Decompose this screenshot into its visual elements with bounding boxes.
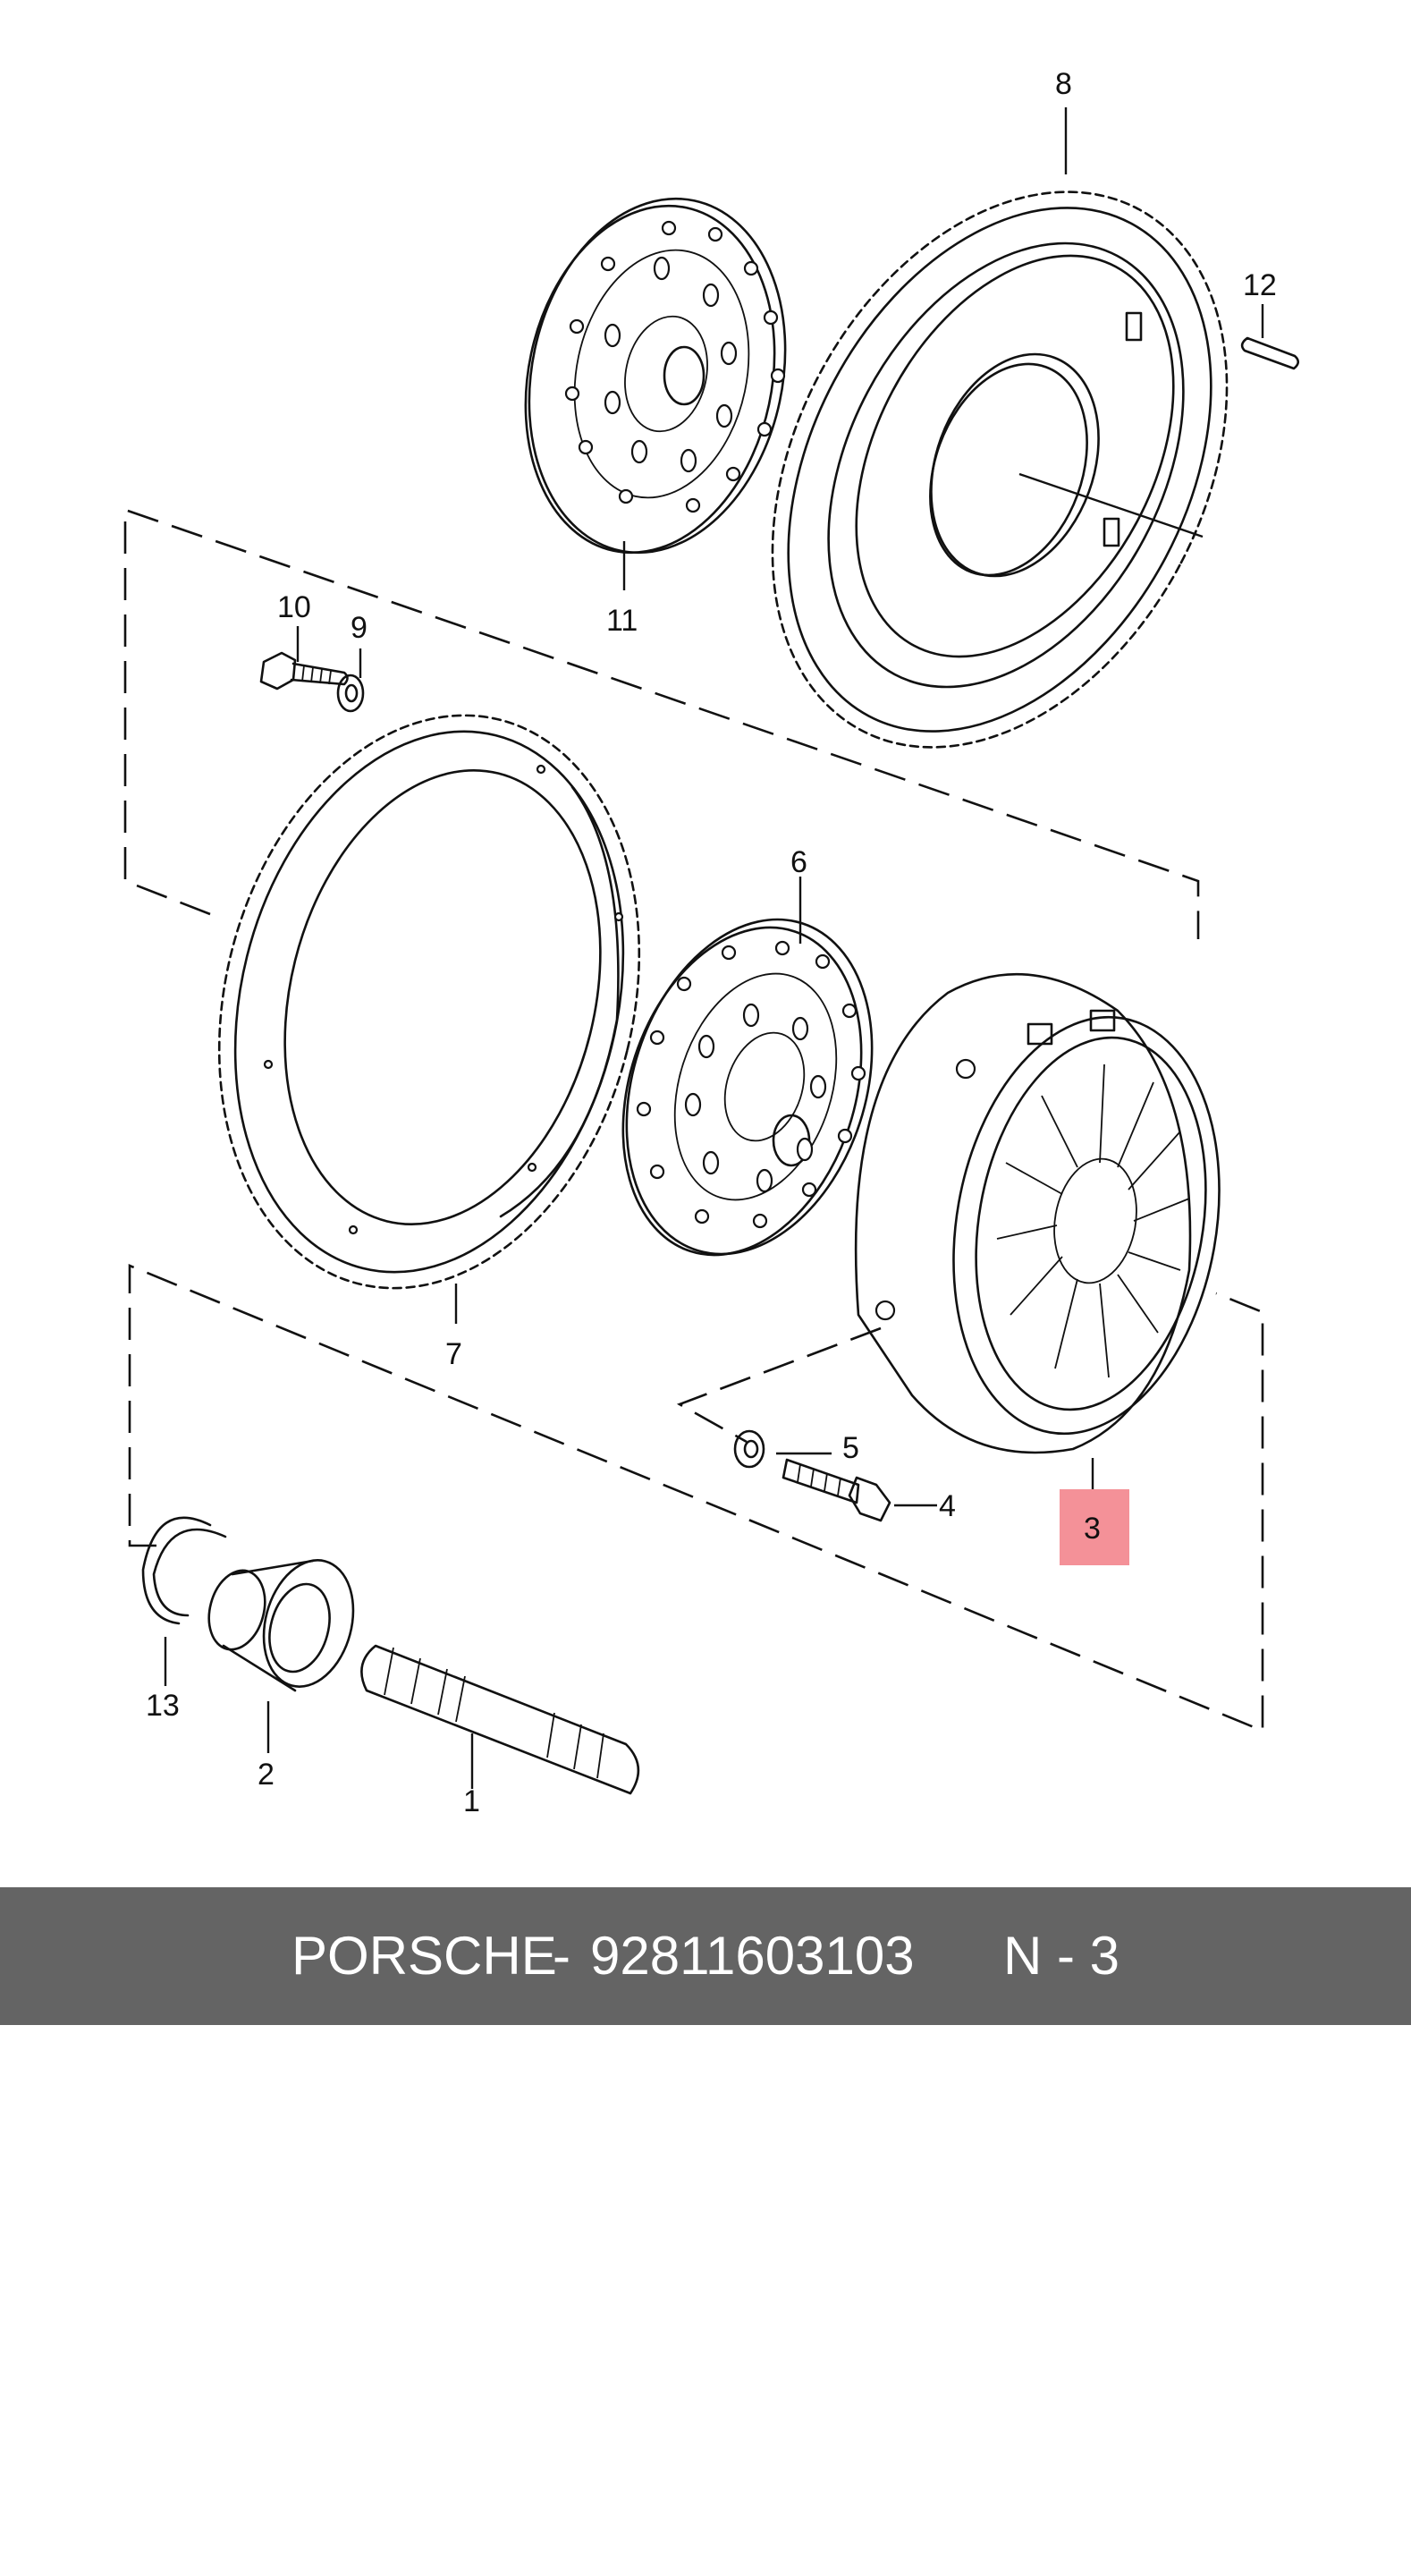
- diaphragm-spring-fingers: [996, 1063, 1190, 1378]
- clutch-disc-lower: [621, 918, 874, 1257]
- flywheel-bolt: [259, 651, 349, 691]
- callout-13[interactable]: 13: [146, 1689, 180, 1723]
- lower-dashed-bracket: [128, 1264, 1264, 1733]
- washer-5: [733, 1429, 765, 1469]
- callout-7[interactable]: 7: [445, 1337, 462, 1371]
- disc-rivet-holes: [564, 220, 786, 513]
- washer-9: [336, 674, 365, 713]
- exploded-parts-diagram: 8 12 11 10 9 6 7 5 4 3 13 2 1: [123, 67, 1300, 1818]
- pressure-plate-bolt: [782, 1458, 891, 1522]
- callout-4[interactable]: 4: [939, 1489, 956, 1523]
- callout-5[interactable]: 5: [842, 1431, 859, 1465]
- footer-part-number: 92811603103: [590, 1926, 915, 1986]
- ring-gear: [217, 714, 641, 1290]
- disc-lower-holes: [636, 940, 866, 1229]
- callout-6[interactable]: 6: [790, 845, 807, 879]
- footer-bar: PORSCHE - 92811603103 N - 3: [0, 1887, 1411, 2025]
- flywheel-assembly-upper: [771, 191, 1229, 749]
- callout-10[interactable]: 10: [277, 590, 311, 624]
- clutch-disc-upper: [524, 197, 787, 555]
- selected-part-highlight: [1060, 1489, 1129, 1565]
- footer-separator: -: [553, 1926, 570, 1986]
- upper-dashed-bracket: [123, 508, 1200, 939]
- footer-diagram-code: N - 3: [1003, 1926, 1120, 1986]
- dowel-pin: [1240, 336, 1300, 370]
- pressure-plate: [854, 972, 1221, 1454]
- callout-2[interactable]: 2: [258, 1758, 275, 1792]
- callout-9[interactable]: 9: [351, 611, 368, 645]
- callout-1[interactable]: 1: [463, 1784, 480, 1818]
- release-bearing: [207, 1559, 355, 1692]
- leader-lines: [164, 107, 1264, 1789]
- circlip: [141, 1516, 227, 1625]
- footer-brand: PORSCHE: [291, 1926, 557, 1986]
- callout-11[interactable]: 11: [606, 604, 638, 638]
- callout-8[interactable]: 8: [1055, 67, 1072, 101]
- callout-12[interactable]: 12: [1243, 268, 1277, 302]
- input-shaft: [360, 1644, 640, 1795]
- callout-3[interactable]: 3: [1084, 1512, 1101, 1546]
- bolt-dashed-bracket: [676, 1326, 882, 1444]
